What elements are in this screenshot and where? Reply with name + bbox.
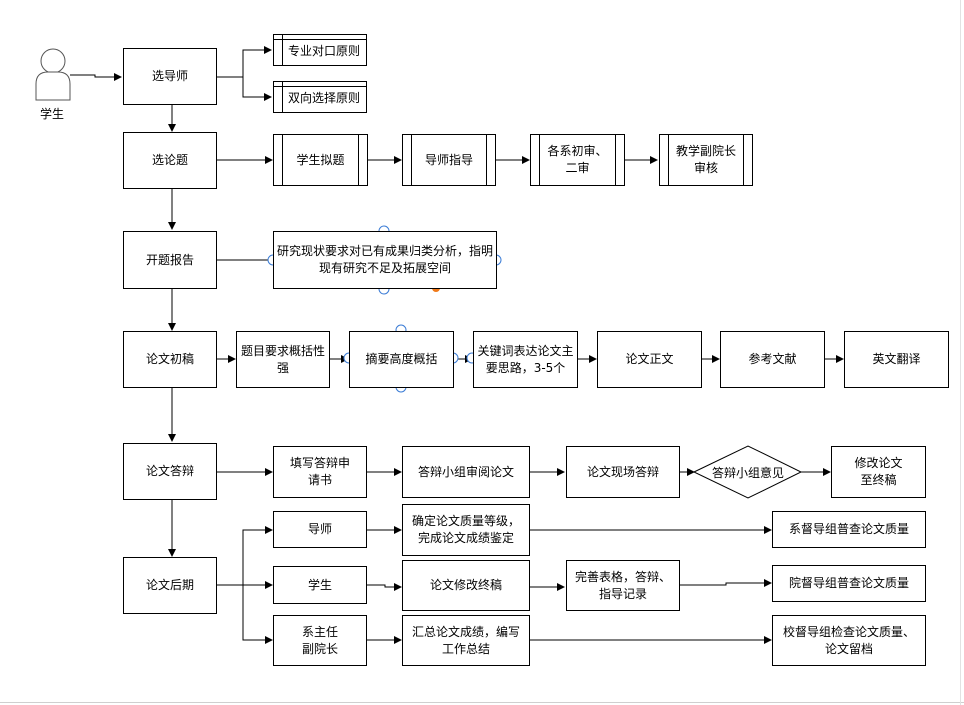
step-select-advisor[interactable]: 选导师 — [123, 48, 217, 105]
late-dept-head-task[interactable]: 汇总论文成绩，编写工作总结 — [402, 615, 530, 666]
late-student-task[interactable]: 论文修改终稿 — [402, 560, 530, 611]
topic-student-draft[interactable]: 学生拟题 — [273, 134, 368, 186]
late-forms-task[interactable]: 完善表格，答辩、指导记录 — [566, 560, 680, 611]
defense-revise[interactable]: 修改论文至终稿 — [831, 446, 926, 498]
draft-title-requirement[interactable]: 题目要求概括性强 — [236, 331, 330, 388]
step-proposal[interactable]: 开题报告 — [123, 231, 217, 289]
arrow-actor-advisor — [70, 73, 122, 81]
arrow-advisor-major — [216, 46, 272, 78]
late-dept-supervision[interactable]: 系督导组普查论文质量 — [772, 511, 926, 548]
arrow-advisor-mutual — [216, 76, 272, 101]
principle-major-match[interactable]: 专业对口原则 — [273, 34, 367, 66]
principle-mutual-choice-label: 双向选择原则 — [288, 91, 361, 105]
late-student[interactable]: 学生 — [273, 566, 367, 604]
defense-live[interactable]: 论文现场答辩 — [566, 446, 680, 498]
step-first-draft[interactable]: 论文初稿 — [123, 331, 217, 388]
topic-vice-dean[interactable]: 教学副院长审核 — [659, 134, 753, 186]
proposal-note[interactable]: 研究现状要求对已有成果归类分析，指明现有研究不足及拓展空间 — [273, 231, 497, 289]
principle-mutual-choice[interactable]: 双向选择原则 — [273, 81, 367, 113]
defense-application[interactable]: 填写答辩申请书 — [273, 446, 367, 498]
defense-panel-opinion-label: 答辩小组意见 — [711, 465, 784, 480]
late-college-supervision[interactable]: 院督导组普查论文质量 — [772, 565, 926, 602]
step-late-stage[interactable]: 论文后期 — [123, 557, 217, 614]
topic-dept-review[interactable]: 各系初审、二审 — [530, 134, 625, 186]
late-advisor-task[interactable]: 确定论文质量等级，完成论文成绩鉴定 — [402, 504, 530, 556]
principle-major-match-label: 专业对口原则 — [288, 44, 361, 58]
late-school-supervision[interactable]: 校督导组检查论文质量、论文留档 — [772, 615, 926, 666]
defense-panel-review[interactable]: 答辩小组审阅论文 — [402, 446, 530, 498]
draft-abstract-requirement[interactable]: 摘要高度概括 — [349, 331, 454, 388]
late-advisor[interactable]: 导师 — [273, 511, 367, 548]
actor-label: 学生 — [40, 107, 65, 121]
step-select-topic[interactable]: 选论题 — [123, 132, 217, 189]
draft-keywords-requirement[interactable]: 关键词表达论文主要思路，3-5个 — [473, 331, 578, 388]
draft-translation[interactable]: 英文翻译 — [844, 331, 949, 388]
draft-references[interactable]: 参考文献 — [720, 331, 825, 388]
student-actor-icon[interactable] — [35, 48, 71, 101]
panel-opinion-decision[interactable] — [692, 445, 803, 499]
step-defense[interactable]: 论文答辩 — [123, 443, 217, 500]
draft-body[interactable]: 论文正文 — [597, 331, 702, 388]
topic-advisor-guide[interactable]: 导师指导 — [402, 134, 496, 186]
late-dept-head[interactable]: 系主任副院长 — [273, 615, 367, 666]
